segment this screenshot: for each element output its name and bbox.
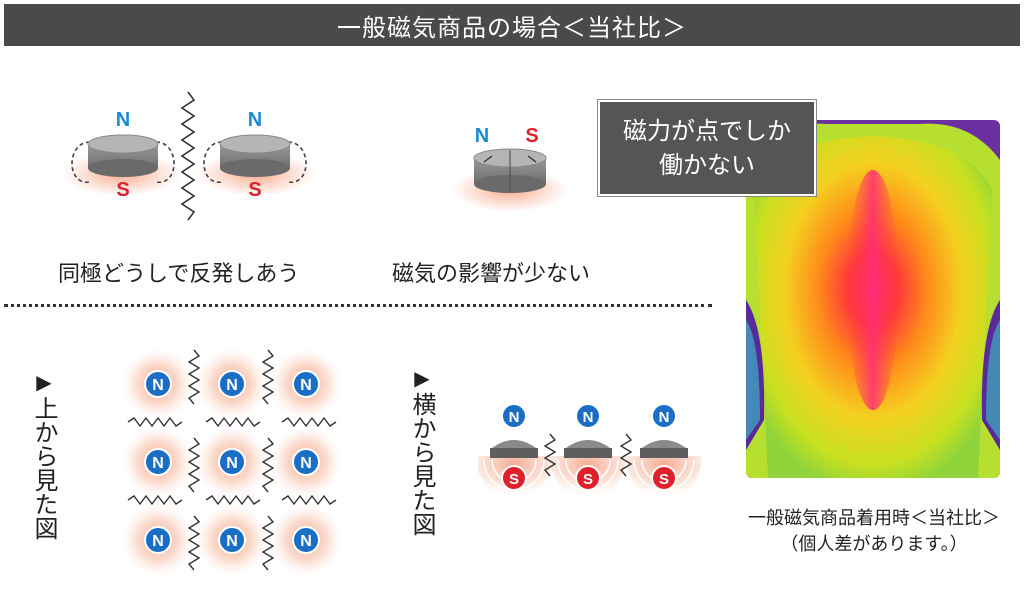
thermal-caption-line-1: 一般磁気商品着用時＜当社比＞: [748, 508, 1000, 529]
south-label: S: [116, 179, 129, 201]
magnet-right: N S: [196, 109, 316, 201]
top-view-grid: N N N N N N N N N: [122, 348, 342, 576]
section-divider: [4, 304, 712, 307]
magnet-base: [490, 448, 538, 458]
south-label: S: [509, 471, 519, 488]
north-label: N: [300, 455, 312, 472]
repel-magnets-diagram: N S N S: [62, 91, 316, 221]
north-pole-badge: [218, 370, 246, 398]
north-pole-badge: [144, 526, 172, 554]
field-arrow: [527, 155, 537, 163]
north-pole-badge: [144, 370, 172, 398]
thermal-caption-line-2: （個人差があります。）: [780, 534, 968, 555]
south-pole-badge: [651, 465, 677, 491]
callout-line-1: 磁力が点でしか: [623, 117, 791, 145]
north-label: N: [152, 533, 164, 550]
south-pole-badge: [575, 465, 601, 491]
weak-effect-caption: 磁気の影響が少ない: [392, 262, 591, 287]
magnet-dome: [492, 440, 536, 448]
thermal-caption: 一般磁気商品着用時＜当社比＞ （個人差があります。）: [728, 506, 1020, 558]
field-arrow: [483, 155, 493, 163]
thermal-image: [746, 120, 1000, 478]
south-label: S: [525, 125, 538, 147]
north-pole-badge: [218, 448, 246, 476]
south-label: S: [659, 471, 669, 488]
north-label: N: [300, 377, 312, 394]
magnet-left: N S: [62, 109, 182, 201]
north-label: N: [300, 533, 312, 550]
callout-line-2: 働かない: [659, 151, 755, 179]
north-label: N: [659, 409, 670, 426]
south-label: S: [583, 471, 593, 488]
callout-box: 磁力が点でしか 働かない: [598, 100, 816, 196]
magnet-top: [219, 134, 291, 154]
magnet-bottom: [88, 159, 158, 177]
top-view-label: ▶ 上から見た図: [30, 370, 58, 540]
north-pole-badge: [292, 448, 320, 476]
north-pole-badge: [218, 526, 246, 554]
banner-title: 一般磁気商品の場合＜当社比＞: [337, 13, 687, 42]
north-label: N: [248, 109, 262, 131]
north-pole-badge: [292, 526, 320, 554]
side-view-diagram: N S N S N S: [478, 403, 702, 500]
north-label: N: [583, 409, 594, 426]
single-magnet-diagram: N S: [452, 125, 568, 212]
magnet-dome: [642, 440, 686, 448]
magnet-top: [87, 134, 159, 154]
field-line: [71, 141, 91, 183]
north-label: N: [116, 109, 130, 131]
north-pole-badge: [144, 448, 172, 476]
north-pole-badge: [501, 403, 527, 429]
north-label: N: [226, 377, 238, 394]
north-label: N: [226, 455, 238, 472]
south-label: S: [248, 179, 261, 201]
field-line: [155, 141, 175, 183]
north-pole-badge: [575, 403, 601, 429]
north-label: N: [509, 409, 520, 426]
north-label: N: [152, 377, 164, 394]
side-view-label: ▶ 横から見た図: [408, 366, 436, 536]
field-line: [203, 141, 223, 183]
magnet-bottom: [220, 159, 290, 177]
north-label: N: [475, 125, 489, 147]
south-pole-badge: [501, 465, 527, 491]
north-pole-badge: [651, 403, 677, 429]
north-label: N: [152, 455, 164, 472]
magnet-base: [564, 448, 612, 458]
magnet-dome: [566, 440, 610, 448]
north-label: N: [226, 533, 238, 550]
north-pole-badge: [292, 370, 320, 398]
repel-zigzag: [180, 91, 196, 221]
triangle-marker-icon: ▶: [414, 366, 430, 390]
title-banner: 一般磁気商品の場合＜当社比＞: [4, 4, 1020, 46]
triangle-marker-icon: ▶: [36, 370, 52, 394]
repel-caption: 同極どうしで反発しあう: [58, 262, 300, 287]
magnet-base: [640, 448, 688, 458]
field-line: [287, 141, 307, 183]
